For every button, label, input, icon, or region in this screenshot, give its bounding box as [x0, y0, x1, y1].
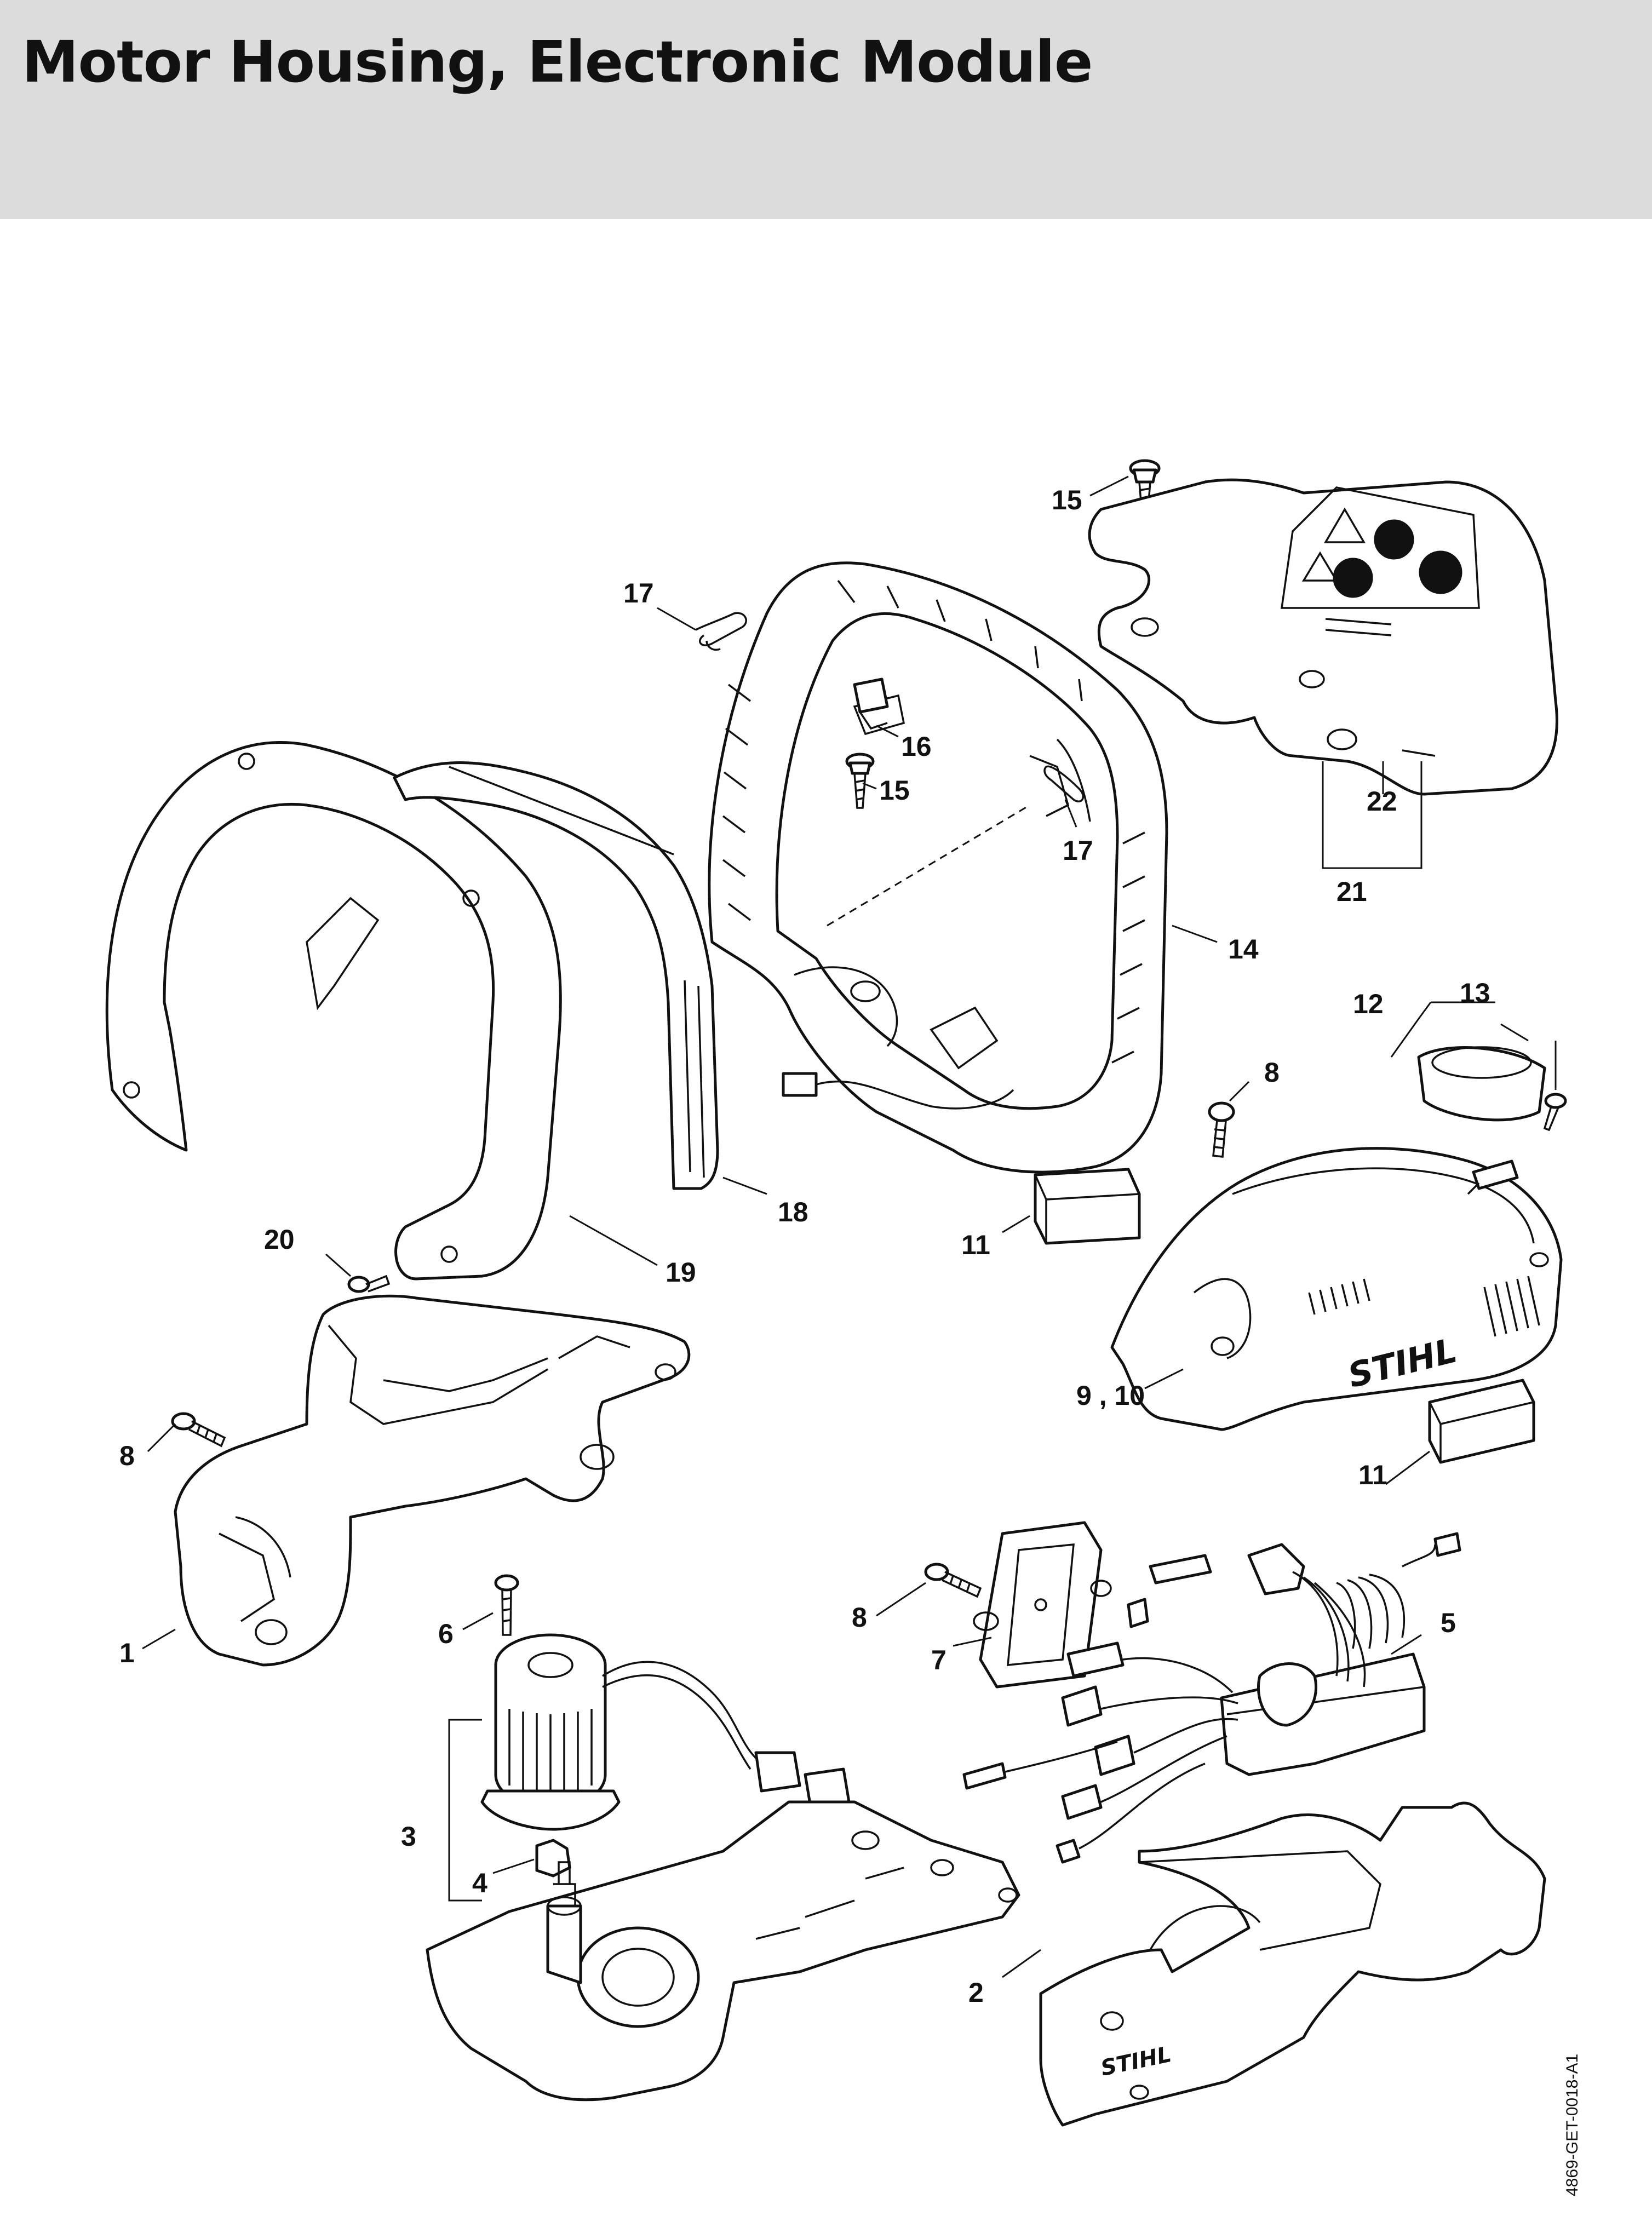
callout-7: 7 — [931, 1645, 947, 1675]
part-15-screw-lower — [845, 753, 875, 809]
part-8-screw-upper — [1208, 1101, 1235, 1158]
callout-18: 18 — [778, 1197, 808, 1227]
part-8-screw-left — [171, 1412, 226, 1448]
part-14-frame — [708, 561, 1168, 1174]
part-9-10-housing-cover: STIHL — [1110, 1147, 1563, 1431]
callout-22: 22 — [1367, 786, 1397, 817]
part-11-foam-pad-upper — [1034, 1168, 1141, 1245]
part-17-clip-upper — [695, 612, 747, 651]
part-2-housing-lower: STIHL — [426, 1800, 1546, 2127]
callout-labels: 15 17 16 15 17 22 21 14 13 12 8 18 11 20… — [119, 485, 1490, 2008]
callout-20: 20 — [264, 1224, 295, 1255]
callout-19: 19 — [666, 1257, 696, 1288]
callout-11: 11 — [961, 1230, 990, 1260]
callout-12: 12 — [1353, 989, 1384, 1019]
part-5-electronic-module — [962, 1532, 1461, 1864]
callout-15: 15 — [1052, 485, 1082, 515]
callout-17: 17 — [1063, 835, 1093, 866]
callout-21: 21 — [1336, 876, 1367, 907]
callout-2: 2 — [968, 1977, 984, 2008]
callout-6: 6 — [438, 1618, 454, 1649]
callout-8: 8 — [1264, 1057, 1280, 1088]
callout-15: 15 — [879, 775, 910, 806]
part-21-cover — [1088, 478, 1558, 796]
part-12-ring — [1417, 1046, 1546, 1195]
callout-4: 4 — [472, 1868, 487, 1898]
document-code: 4869-GET-0018-A1 — [1563, 2054, 1581, 2196]
callout-5: 5 — [1441, 1608, 1456, 1638]
part-17-clip-lower — [1043, 765, 1085, 802]
callout-8: 8 — [852, 1602, 867, 1633]
part-11-foam-pad-lower — [1428, 1379, 1535, 1464]
part-3-motor — [480, 1633, 851, 1831]
callout-16: 16 — [901, 731, 932, 762]
part-15-screw-upper — [1129, 459, 1161, 516]
callout-11: 11 — [1358, 1460, 1387, 1490]
part-19-handle-bar — [105, 741, 562, 1281]
part-16-microswitch — [853, 678, 889, 730]
part-6-screw — [494, 1574, 519, 1636]
callout-8: 8 — [119, 1440, 135, 1471]
part-4-coupling — [535, 1839, 571, 1878]
header-band: Motor Housing, Electronic Module — [0, 0, 1652, 219]
callout-3: 3 — [401, 1821, 416, 1852]
part-8-screw-center — [924, 1563, 982, 1598]
part-7-bracket — [973, 1521, 1112, 1689]
page-title: Motor Housing, Electronic Module — [22, 28, 1093, 95]
callout-9-10: 9 , 10 — [1076, 1380, 1145, 1411]
part-13-screw — [1543, 1093, 1567, 1132]
part-18-handle-insert — [393, 761, 719, 1190]
part-1-housing-shell — [174, 1294, 691, 1667]
leader-lines — [142, 475, 1557, 1978]
callout-1: 1 — [119, 1638, 135, 1668]
part-20-screw — [347, 1274, 391, 1293]
callout-13: 13 — [1460, 978, 1490, 1008]
part-22-warning-label — [1280, 486, 1480, 636]
callout-17: 17 — [623, 578, 654, 608]
callout-14: 14 — [1228, 934, 1259, 965]
